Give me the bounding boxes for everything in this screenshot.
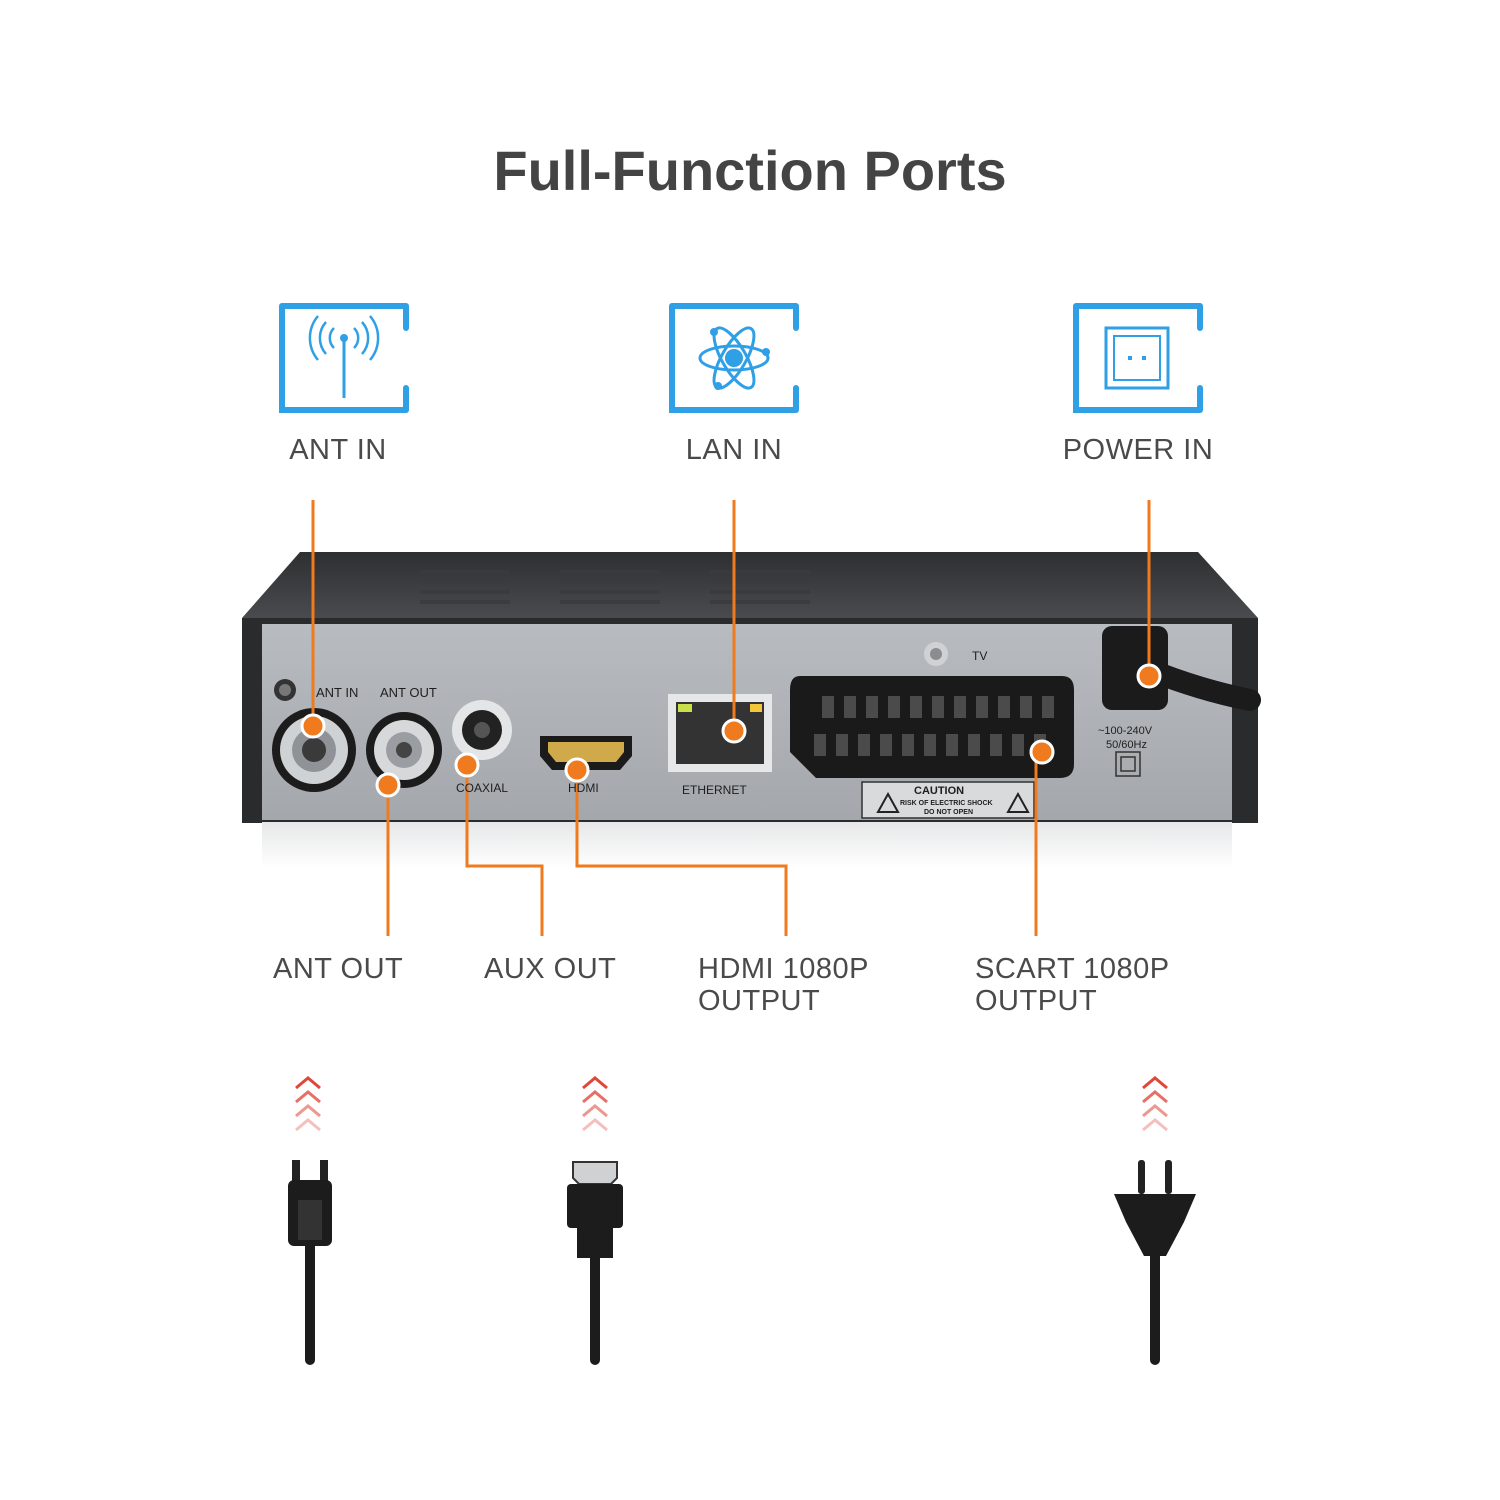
device-label-ethernet: ETHERNET [682, 783, 747, 797]
antenna-icon [276, 298, 412, 418]
arrow-chevron [1142, 1076, 1168, 1090]
caution-title: CAUTION [914, 785, 964, 797]
rear-panel [262, 624, 1232, 820]
device-label-ant-out: ANT OUT [380, 685, 437, 700]
power-socket-icon [1070, 298, 1206, 418]
scart-pin [822, 696, 834, 718]
scart-pin [954, 696, 966, 718]
device-label-ant-in: ANT IN [316, 685, 358, 700]
arrow-chevron [582, 1090, 608, 1104]
scart-pin [932, 696, 944, 718]
device-label-tv: TV [972, 649, 987, 663]
device-label-frequency: 50/60Hz [1106, 739, 1147, 751]
scart-pin [1020, 696, 1032, 718]
caution-line2: DO NOT OPEN [924, 809, 973, 816]
arrow-chevron [582, 1118, 608, 1132]
port-label-scart-output: SCART 1080P OUTPUT [975, 953, 1170, 1017]
scart-pin [998, 696, 1010, 718]
arrow-chevron [1142, 1090, 1168, 1104]
port-label-ant-in: ANT IN [289, 434, 387, 466]
arrow-chevron [295, 1076, 321, 1090]
scart-pin [858, 734, 870, 756]
hdmi-connector-icon [567, 1161, 623, 1365]
box-frame [242, 618, 1258, 823]
port-label-ant-out: ANT OUT [273, 953, 404, 985]
port-label-hdmi-output: HDMI 1080P OUTPUT [698, 953, 870, 1017]
scart-pin [1042, 696, 1054, 718]
arrow-chevron [295, 1118, 321, 1132]
scart-pin [1034, 734, 1046, 756]
scart-pin [836, 734, 848, 756]
device-label-voltage: ~100-240V [1098, 725, 1153, 737]
scart-pin [844, 696, 856, 718]
scart-pin [1012, 734, 1024, 756]
device-label-hdmi: HDMI [568, 781, 599, 795]
vent-slots [420, 570, 810, 604]
scart-pin [902, 734, 914, 756]
port-label-aux-out: AUX OUT [484, 953, 617, 985]
scart-pin [910, 696, 922, 718]
scart-pin [946, 734, 958, 756]
callout-dots [300, 663, 1162, 798]
upward-arrows [295, 1076, 1168, 1132]
port-label-lan-in: LAN IN [685, 434, 783, 466]
arrow-chevron [1142, 1118, 1168, 1132]
box-top-lid [242, 552, 1258, 618]
callout-lines [311, 500, 1151, 936]
scart-pin [880, 734, 892, 756]
scart-pin [866, 696, 878, 718]
eu-power-plug-icon [1114, 1160, 1196, 1365]
arrow-chevron [295, 1104, 321, 1118]
arrow-chevron [295, 1090, 321, 1104]
arrow-chevron [582, 1104, 608, 1118]
scart-pin [976, 696, 988, 718]
reflection [262, 822, 1232, 868]
scart-pin [814, 734, 826, 756]
port-label-power-in: POWER IN [1062, 434, 1214, 466]
scart-pins [814, 696, 1054, 756]
scart-pin [990, 734, 1002, 756]
caution-line1: RISK OF ELECTRIC SHOCK [900, 800, 993, 807]
page-title: Full-Function Ports [493, 139, 1007, 202]
arrow-chevron [1142, 1104, 1168, 1118]
arrow-chevron [582, 1076, 608, 1090]
scart-pin [888, 696, 900, 718]
scart-pin [968, 734, 980, 756]
scart-pin [924, 734, 936, 756]
device-label-coaxial: COAXIAL [456, 781, 508, 795]
atom-network-icon [666, 298, 802, 418]
antenna-connector-icon [288, 1160, 332, 1365]
